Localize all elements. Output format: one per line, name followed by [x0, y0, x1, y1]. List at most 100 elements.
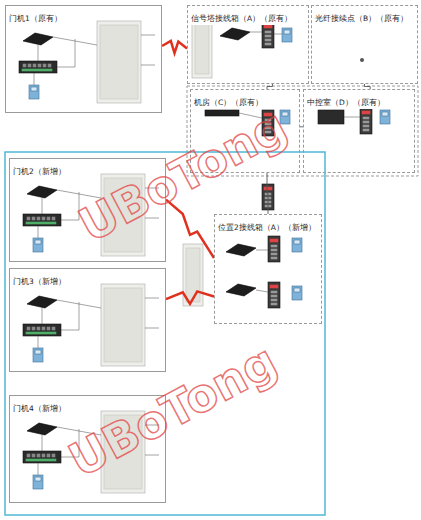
power-supply [33, 348, 43, 362]
cable [256, 250, 268, 251]
rail-switch [271, 303, 277, 305]
wireless-link [162, 41, 187, 53]
rail-switch [271, 295, 277, 297]
box-heading: 门机1（原有） [6, 12, 65, 25]
switch-led [26, 222, 56, 224]
poe-injector [23, 33, 53, 45]
cable [145, 328, 159, 329]
switch-port [32, 454, 35, 457]
crane-box: 门机3（新增） [9, 268, 166, 372]
box-heading: 信号塔接线箱（A）（原有） [188, 12, 295, 25]
power-supply [292, 286, 302, 300]
power-supply [284, 30, 290, 34]
junction-box: 信号塔接线箱（A）（原有） [187, 5, 309, 84]
switch-port [42, 327, 45, 330]
switch-port [47, 454, 50, 457]
power-supply [380, 110, 390, 124]
switch-port [27, 217, 30, 220]
power-supply [31, 87, 37, 91]
poe-injector [27, 296, 57, 308]
rail-switch [268, 236, 280, 262]
power-supply [294, 240, 300, 244]
rail-switch [264, 25, 272, 28]
switch-port [47, 327, 50, 330]
rail-switch [363, 121, 369, 123]
rail-switch [262, 22, 274, 48]
switch-port [27, 454, 30, 457]
fiber-link [267, 173, 268, 214]
switch-port [43, 64, 46, 67]
rail-switch [360, 108, 372, 134]
panel-antenna [101, 284, 145, 366]
cable [256, 290, 268, 292]
splice-point [360, 58, 364, 62]
cable [57, 67, 75, 68]
power-supply [35, 350, 41, 354]
switch-led [26, 332, 56, 334]
power-supply [382, 112, 388, 116]
rail-switch [271, 257, 277, 259]
power-supply [33, 238, 43, 252]
switch-symbol [205, 110, 239, 116]
cable [38, 226, 39, 238]
power-supply [282, 112, 288, 116]
switch-port [48, 64, 51, 67]
crane-box: 门机1（原有） [5, 5, 162, 113]
rail-switch [265, 31, 271, 33]
cable [42, 198, 43, 214]
cable [38, 463, 39, 475]
switch-symbol [23, 324, 61, 336]
rail-switch [265, 35, 271, 37]
panel-antenna [100, 25, 138, 99]
switch-symbol [23, 451, 61, 463]
box-heading: 门机2（新增） [10, 165, 69, 178]
switch-symbol [19, 61, 57, 73]
switch-port [38, 64, 41, 67]
cable [61, 220, 79, 221]
cable [34, 73, 35, 85]
cable [274, 34, 282, 35]
junction-box: 光纤接续点（B）（原有） [311, 5, 418, 84]
rail-switch [271, 253, 277, 255]
switch-port [23, 64, 26, 67]
cable [42, 308, 43, 324]
rail-switch [271, 291, 277, 293]
switch-port [32, 327, 35, 330]
panel-antenna [192, 20, 212, 78]
switch-port [52, 454, 55, 457]
power-supply [35, 477, 41, 481]
switch-symbol [318, 110, 344, 124]
panel-antenna [104, 288, 142, 362]
rail-switch [265, 39, 271, 41]
cable [250, 32, 262, 33]
rail-switch [270, 285, 278, 288]
rail-switch [271, 249, 277, 251]
box-heading: 中控室（D）（原有） [304, 96, 388, 109]
box-heading: 位置2接线箱（A）（新增） [215, 221, 319, 234]
box-heading: 光纤接续点（B）（原有） [312, 12, 411, 25]
poe-injector [226, 284, 256, 296]
switch-led [22, 69, 52, 71]
switch-port [47, 217, 50, 220]
rail-switch [363, 129, 369, 131]
switch-port [33, 64, 36, 67]
cable [344, 117, 360, 118]
poe-injector [27, 423, 57, 435]
power-supply [282, 28, 292, 42]
wireless-link [166, 291, 214, 304]
rail-switch [363, 125, 369, 127]
cable [61, 330, 79, 331]
poe-injector [220, 28, 250, 40]
switch-led [26, 459, 56, 461]
cable [38, 336, 39, 348]
poe-injector [27, 186, 57, 198]
panel-antenna [195, 24, 209, 74]
cable [38, 45, 39, 61]
box-heading: 门机4（新增） [10, 402, 69, 415]
switch-port [37, 217, 40, 220]
cable [42, 435, 43, 451]
rail-switch [271, 299, 277, 301]
switch-port [28, 64, 31, 67]
cable [75, 39, 76, 67]
power-supply [29, 85, 39, 99]
